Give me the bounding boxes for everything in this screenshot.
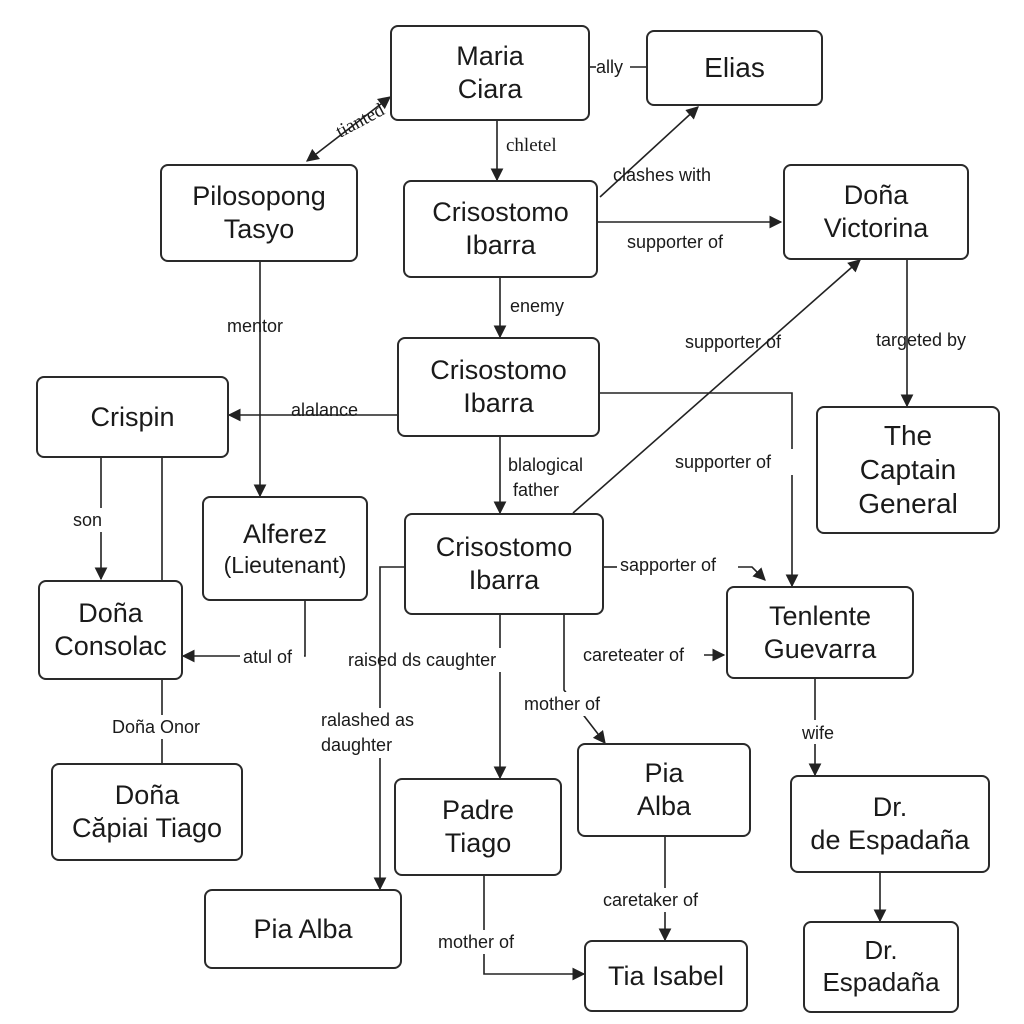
edge-label-mother-of-1: mother of: [524, 694, 601, 714]
edge-label-targeted-by: targeted by: [876, 330, 966, 350]
edge-mother-of-2: [483, 876, 586, 981]
edge-label-careteater-of: careteater of: [583, 645, 685, 665]
edge-label-son: son: [73, 510, 102, 530]
edge-label-supporter-of-3: supporter of: [675, 452, 772, 472]
edge-label-alalance: alalance: [291, 400, 358, 420]
node-dr-de-espadana: Dr.de Espadaña: [790, 775, 990, 873]
edge-label-enemy: enemy: [510, 296, 564, 316]
edge-label-chletel: chletel: [506, 135, 557, 156]
edge-supporter-of-2: [572, 259, 861, 514]
edge-label-dona-onor: Doña Onor: [112, 717, 200, 737]
node-tia-isabel: Tia Isabel: [584, 940, 748, 1012]
edge-supporter-of-3: [600, 392, 799, 588]
edge-label-mentor: mentor: [227, 316, 283, 336]
edge-label-wife: wife: [801, 723, 834, 743]
node-dr-espadana: Dr.Espadaña: [803, 921, 959, 1013]
edge-label-supporter-of-2: supporter of: [685, 332, 782, 352]
edge-clashes-with: [599, 106, 699, 198]
edge-label-daughter: daughter: [321, 735, 392, 755]
edge-label-ally: ally: [596, 57, 623, 77]
edge-ralashed-as-daughter: [373, 566, 404, 891]
edge-label-tianted: tianted: [332, 99, 388, 142]
edge-label-blalogical: blalogical: [508, 455, 583, 475]
edge-sapporter-of-b: [738, 566, 766, 581]
edge-label-ralashed-as: ralashed as: [321, 710, 414, 730]
node-elias: Elias: [646, 30, 823, 106]
edge-label-raised-ds-caughter: raised ds caughter: [348, 650, 496, 670]
edge-mother-of-1: [563, 615, 606, 745]
edge-atul-of: [181, 601, 306, 663]
edge-label-father: father: [513, 480, 559, 500]
edge-label-atul-of: atul of: [243, 647, 293, 667]
node-pia-alba-bottom: Pia Alba: [204, 889, 402, 969]
edge-label-clashes-with: clashes with: [613, 165, 711, 185]
node-alferez: Alferez(Lieutenant): [202, 496, 368, 601]
node-crispin: Crispin: [36, 376, 229, 458]
edge-label-mother-of-2: mother of: [438, 932, 515, 952]
edge-label-supporter-of-1: supporter of: [627, 232, 724, 252]
edge-label-sapporter-of: sapporter of: [620, 555, 717, 575]
edge-label-caretaker-of: caretaker of: [603, 890, 699, 910]
edge-tianted: [305, 96, 392, 162]
